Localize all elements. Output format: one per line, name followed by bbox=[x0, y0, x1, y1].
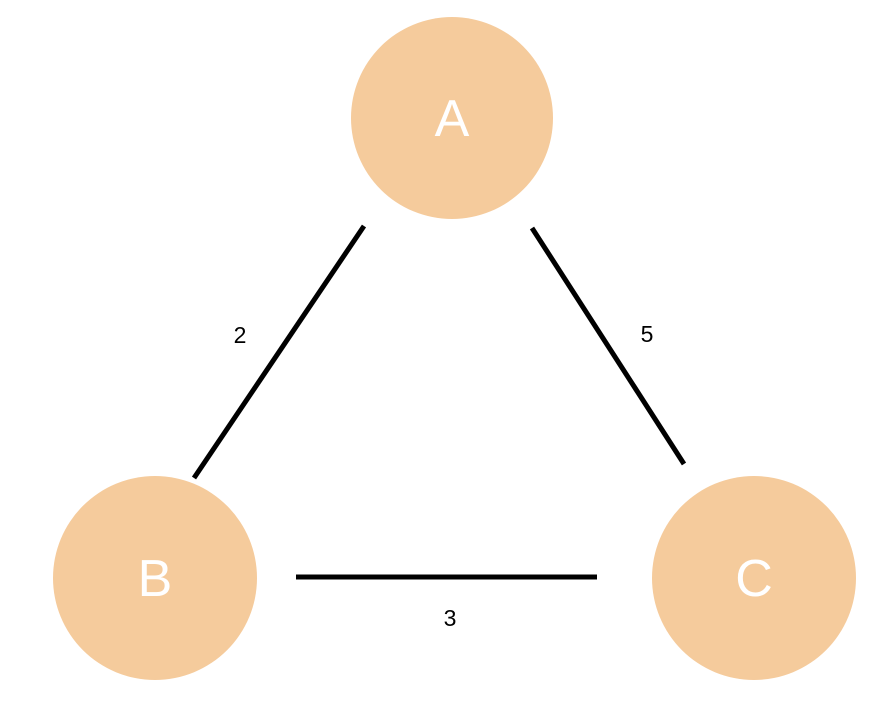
node-c[interactable]: C bbox=[652, 476, 856, 680]
node-a-label: A bbox=[435, 90, 470, 148]
node-c-circle[interactable] bbox=[652, 476, 856, 680]
node-a[interactable]: A bbox=[351, 17, 553, 219]
node-group: A B C bbox=[53, 17, 856, 680]
node-c-label: C bbox=[735, 550, 773, 608]
edge-weight-a-b: 2 bbox=[234, 322, 247, 348]
edge-label-group: 2 5 3 bbox=[234, 321, 654, 631]
node-b-circle[interactable] bbox=[53, 476, 257, 680]
edge-a-b[interactable] bbox=[191, 224, 367, 480]
node-b-label: B bbox=[138, 550, 173, 608]
node-a-circle[interactable] bbox=[351, 17, 553, 219]
edge-weight-a-c: 5 bbox=[641, 321, 654, 347]
edge-a-c[interactable] bbox=[529, 226, 687, 466]
edge-weight-b-c: 3 bbox=[444, 605, 457, 631]
edge-group bbox=[191, 224, 687, 580]
node-b[interactable]: B bbox=[53, 476, 257, 680]
